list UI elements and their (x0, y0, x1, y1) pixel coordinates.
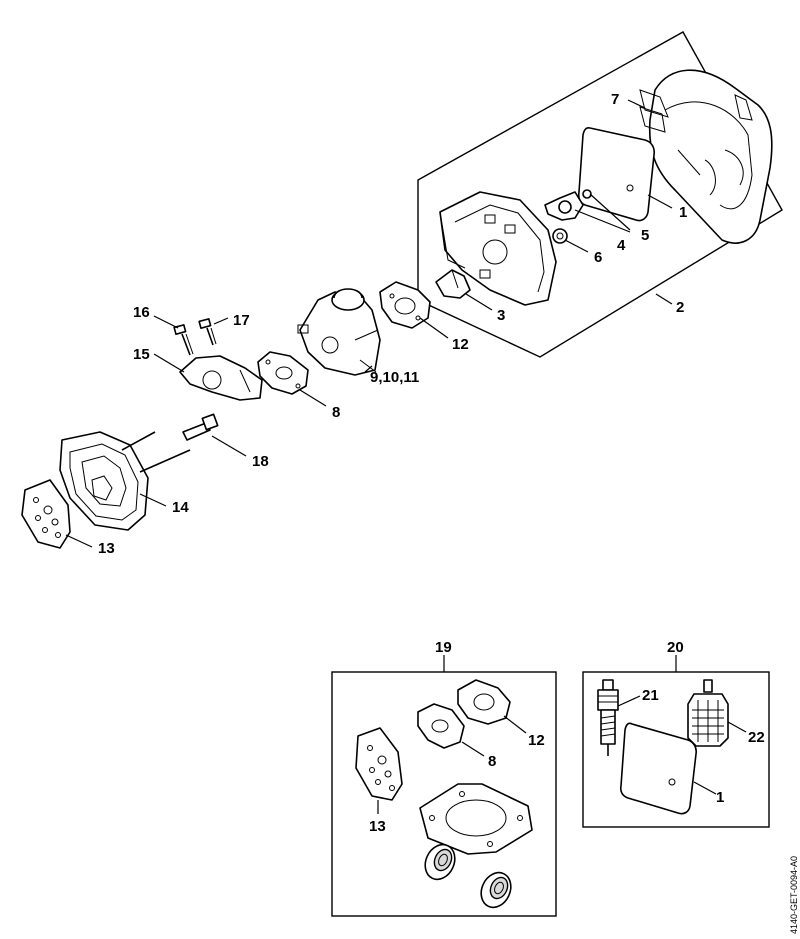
callout-labels: 1 2 3 4 5 6 7 8 9,10,11 12 13 14 15 16 1… (98, 91, 687, 557)
screws-16-17 (173, 318, 217, 356)
intake-flange (179, 355, 263, 401)
kit19-callout-13: 13 (369, 818, 386, 835)
callout-15: 15 (133, 346, 150, 363)
kit19-gasket-8 (417, 703, 465, 749)
callout-1: 1 (679, 204, 687, 221)
callout-8: 8 (332, 404, 340, 421)
gasket-12 (379, 281, 431, 329)
callout-18: 18 (252, 453, 269, 470)
drawing-code: 4140-GET-0094-A0 (789, 856, 799, 934)
kit-19: 19 12 8 13 (331, 639, 557, 917)
gasket-13 (21, 479, 71, 549)
callout-14: 14 (172, 499, 189, 516)
kit20-callout-21: 21 (642, 687, 659, 704)
kit-20: 20 21 22 (582, 639, 770, 828)
filter-housing-base (439, 191, 557, 306)
kit19-gasket-13 (355, 727, 403, 801)
callout-9-10-11: 9,10,11 (370, 369, 419, 386)
carburetor (297, 288, 381, 376)
callout-13: 13 (98, 540, 115, 557)
kit20-air-filter-pad (619, 722, 697, 815)
kit20-spark-plug (597, 679, 619, 756)
callout-6: 6 (594, 249, 602, 266)
callout-3: 3 (497, 307, 505, 324)
kit19-seal-2 (480, 871, 512, 909)
callout-17: 17 (233, 312, 250, 329)
kit20-callout-22: 22 (748, 729, 765, 746)
kit19-callout-12: 12 (528, 732, 545, 749)
callout-4: 4 (617, 237, 626, 254)
spacer-with-studs (59, 431, 191, 531)
callout-12: 12 (452, 336, 469, 353)
callout-5: 5 (641, 227, 649, 244)
choke-lever (435, 269, 471, 299)
kit20-fuel-filter (687, 679, 729, 747)
gasket-8 (257, 351, 309, 395)
callout-20: 20 (667, 639, 684, 656)
kit20-callout-1: 1 (716, 789, 724, 806)
callout-2: 2 (676, 299, 684, 316)
callout-16: 16 (133, 304, 150, 321)
kit19-callout-8: 8 (488, 753, 496, 770)
kit19-seal-1 (424, 843, 456, 881)
kit19-cylinder-gasket (419, 783, 533, 855)
air-filter-pad (577, 127, 655, 222)
filter-cover (639, 69, 773, 244)
air-filter-assembly-outline (417, 31, 783, 358)
screw-18 (182, 413, 219, 441)
leader-lines (65, 99, 673, 548)
kit19-gasket-12 (457, 679, 511, 725)
callout-7: 7 (611, 91, 619, 108)
callout-19: 19 (435, 639, 452, 656)
